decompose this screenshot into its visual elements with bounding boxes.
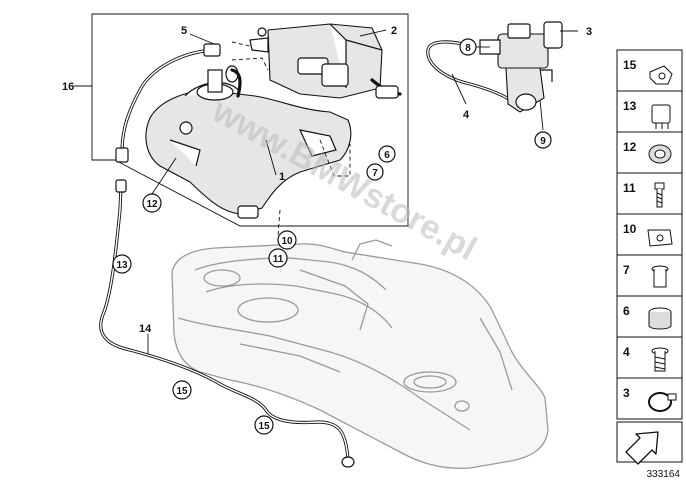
clip-nut-icon: [647, 229, 673, 247]
parts-panel-cell: [616, 172, 683, 215]
callout-4: 4: [463, 109, 470, 121]
callouts-plain: 16 5 2 3 4 1 14: [62, 25, 592, 335]
callout-12: 12: [146, 199, 158, 210]
parts-panel-item[interactable]: 11: [616, 172, 683, 215]
parts-panel-item[interactable]: 15: [616, 49, 683, 92]
callout-5: 5: [181, 25, 187, 37]
parts-panel-item[interactable]: 6: [616, 295, 683, 338]
parts-panel-item[interactable]: 12: [616, 131, 683, 174]
tank-top-unit: [145, 65, 352, 219]
parts-panel-cell: [616, 336, 683, 379]
parts-panel-number: 10: [623, 222, 637, 236]
parts-panel-number: 4: [623, 345, 630, 359]
callout-15-b: 15: [258, 421, 270, 432]
parts-panel-cell: [616, 254, 683, 297]
rubber-mount-icon: [648, 307, 672, 330]
callout-6: 6: [384, 150, 390, 161]
callout-10: 10: [281, 236, 293, 247]
callout-16: 16: [62, 81, 74, 93]
grommet-icon: [648, 144, 672, 164]
assembly-frame: [91, 13, 409, 227]
next-arrow-button[interactable]: [616, 421, 683, 465]
canister: [249, 23, 402, 99]
callout-1: 1: [279, 171, 285, 183]
parts-panel-item[interactable]: 10: [616, 213, 683, 256]
parts-panel-item[interactable]: 4: [616, 336, 683, 379]
leader-lines: [74, 29, 578, 354]
callout-7: 7: [372, 168, 378, 179]
callout-8: 8: [465, 43, 471, 54]
callout-2: 2: [391, 25, 397, 37]
parts-panel-item[interactable]: 13: [616, 90, 683, 133]
clip-icon: [649, 65, 673, 85]
callout-15-a: 15: [176, 386, 188, 397]
vent-connector-lower: [115, 147, 129, 163]
callout-9: 9: [540, 136, 546, 147]
callout-11: 11: [273, 254, 284, 265]
vent-connector: [203, 43, 221, 57]
parts-panel: 15 13 12 11 10 7 6 4 3: [616, 49, 683, 420]
bolt-icon: [651, 347, 669, 372]
hose-clamp-icon: [648, 392, 677, 412]
arrow-icon: [625, 431, 659, 465]
bushing-icon: [651, 265, 669, 288]
parts-panel-number: 11: [623, 181, 636, 195]
callouts-circled: 8 9 6 7 12 10 11 13 15 15: [112, 38, 552, 435]
fuel-line-end: [341, 456, 355, 468]
callout-14: 14: [139, 323, 152, 335]
pump-assembly: [426, 21, 563, 113]
parts-panel-item[interactable]: 3: [616, 377, 683, 420]
screw-icon: [654, 182, 665, 208]
callout-13: 13: [116, 260, 128, 271]
fuel-tank: [171, 239, 549, 469]
parts-panel-cell: [616, 90, 683, 133]
parts-panel-item[interactable]: 7: [616, 254, 683, 297]
fuel-line-connector: [115, 179, 127, 193]
parts-panel-number: 13: [623, 99, 637, 113]
callout-3: 3: [586, 26, 592, 38]
diagram-id: 333164: [647, 469, 681, 480]
parts-panel-number: 12: [623, 140, 637, 154]
parts-panel-number: 15: [623, 58, 637, 72]
cable-holder-icon: [651, 104, 671, 129]
parts-panel-number: 6: [623, 304, 630, 318]
parts-panel-number: 7: [623, 263, 630, 277]
parts-panel-number: 3: [623, 386, 630, 400]
